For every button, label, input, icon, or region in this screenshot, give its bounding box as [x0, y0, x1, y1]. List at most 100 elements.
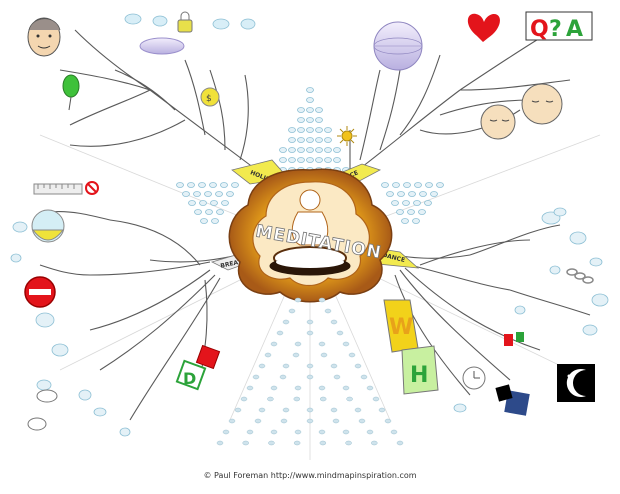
bubble	[392, 182, 400, 188]
ruler-icon	[33, 183, 83, 195]
ray-dot	[270, 429, 278, 435]
bubble	[297, 127, 305, 133]
bubble	[333, 157, 341, 163]
bubble	[119, 427, 131, 437]
ray-dot	[270, 385, 278, 391]
bubble	[396, 209, 404, 215]
ray-dot	[348, 352, 356, 358]
ray-dot	[306, 407, 314, 413]
bubble	[315, 157, 323, 163]
ray-dot	[288, 308, 296, 314]
bubble	[514, 305, 526, 315]
bubble	[220, 182, 228, 188]
bubble	[306, 87, 314, 93]
cups-icon	[504, 332, 524, 346]
ray-dot	[242, 440, 249, 446]
ray-dot	[306, 363, 314, 369]
bubble	[306, 127, 314, 133]
ray-dot	[306, 418, 314, 424]
copyright-credit: © Paul Foreman http://www.mindmapinspira…	[203, 471, 417, 480]
ray-dot	[294, 385, 302, 391]
bubble	[397, 191, 405, 197]
bubble	[407, 209, 415, 215]
bubble	[306, 147, 314, 153]
bubble	[93, 407, 107, 417]
ray-dot	[318, 341, 326, 347]
ray-dot	[318, 297, 326, 303]
bubble	[221, 200, 229, 206]
bubble	[187, 182, 195, 188]
ray-dot	[324, 308, 332, 314]
bubble	[78, 389, 92, 401]
ray-dot	[306, 319, 314, 325]
branch-lines	[39, 29, 591, 421]
ray-dot	[216, 440, 224, 446]
bubble	[199, 200, 207, 206]
lock-icon	[177, 11, 193, 33]
bubble	[215, 191, 223, 197]
svg-text:D: D	[183, 369, 196, 388]
bubble	[324, 147, 332, 153]
bubble	[315, 137, 323, 143]
bubble	[306, 117, 314, 123]
globe-icon	[373, 21, 423, 71]
bubble	[297, 137, 305, 143]
bubble	[204, 191, 212, 197]
bubble	[288, 157, 296, 163]
bubble	[176, 182, 184, 188]
ray-dot	[330, 319, 338, 325]
faces-sleeping-icon	[480, 83, 563, 140]
bubble	[279, 157, 287, 163]
ray-dot	[378, 407, 386, 413]
bubble	[315, 147, 323, 153]
svg-text:A: A	[566, 17, 583, 42]
ray-dot	[320, 352, 328, 358]
bubble	[408, 191, 416, 197]
bubble	[210, 200, 218, 206]
ray-dot	[276, 330, 284, 336]
ray-dot	[294, 429, 302, 435]
clock-icon	[462, 366, 486, 390]
bubble	[414, 182, 422, 188]
bubble	[315, 117, 323, 123]
bubble	[324, 137, 332, 143]
bubble	[297, 147, 305, 153]
bubble	[211, 218, 219, 224]
ray-dot	[330, 407, 338, 413]
svg-text:?: ?	[549, 17, 562, 42]
bubble	[430, 191, 438, 197]
bubble	[315, 127, 323, 133]
bubble	[333, 147, 341, 153]
ray-dot	[319, 440, 327, 446]
ray-dot	[258, 363, 266, 369]
ray-dot	[396, 440, 404, 446]
bubble	[35, 312, 55, 328]
bubble	[231, 182, 239, 188]
coin-icon: $	[200, 87, 220, 107]
ray-dot	[254, 418, 262, 424]
ray-dot	[252, 374, 260, 380]
bubble	[549, 265, 561, 275]
ray-dot	[318, 385, 326, 391]
ray-dot	[330, 363, 338, 369]
ray-dot	[228, 418, 236, 424]
ray-dot	[319, 396, 327, 402]
heart-icon	[467, 13, 500, 42]
ray-dot	[346, 396, 353, 402]
bubble	[297, 157, 305, 163]
dice-icon	[495, 384, 530, 416]
ray-dot	[246, 385, 254, 391]
stop-sign-icon	[24, 276, 56, 308]
bubble	[425, 182, 433, 188]
bubble	[591, 293, 609, 307]
bubble	[306, 97, 314, 103]
bubble	[188, 200, 196, 206]
ray-dot	[371, 440, 378, 446]
ray-dot	[366, 385, 374, 391]
ray-dot	[246, 429, 254, 435]
ray-dot	[268, 440, 275, 446]
ray-dot	[264, 352, 272, 358]
chain-icon	[566, 268, 594, 284]
bubble	[216, 209, 224, 215]
bubble	[279, 147, 287, 153]
